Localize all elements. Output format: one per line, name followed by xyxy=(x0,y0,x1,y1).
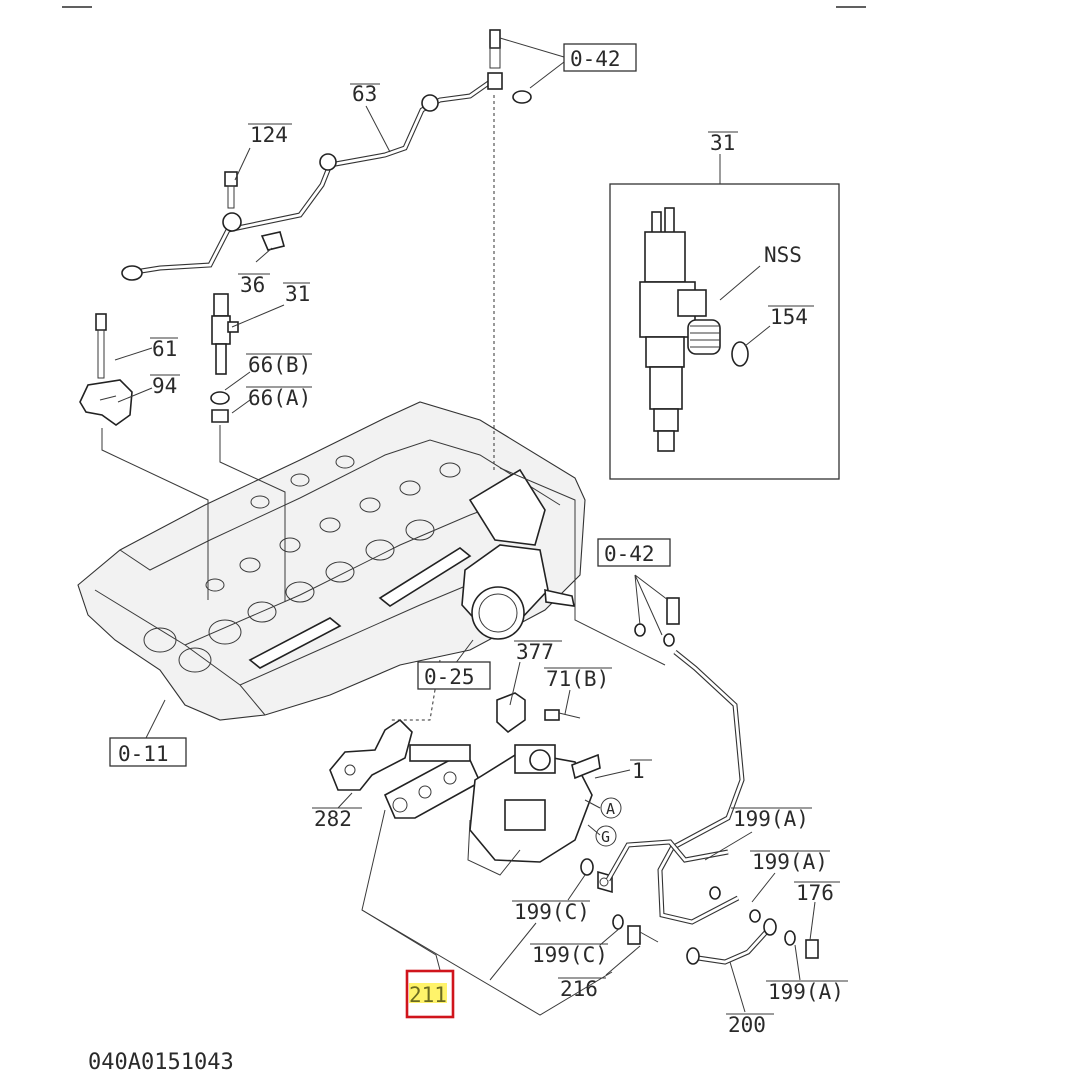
callout-g: G xyxy=(601,828,610,846)
callout-66a: 66(A) xyxy=(248,386,311,410)
callout-61: 61 xyxy=(152,337,177,361)
callout-211-highlight xyxy=(409,983,447,1003)
callout-377: 377 xyxy=(516,640,554,664)
callout-31-inset: 31 xyxy=(710,131,735,155)
injector-left xyxy=(210,293,239,423)
cylinder-head xyxy=(77,401,586,721)
callout-0-11: 0-11 xyxy=(118,742,169,766)
callout-282: 282 xyxy=(314,807,352,831)
callout-199c-1: 199(C) xyxy=(514,900,590,924)
callout-66b: 66(B) xyxy=(248,353,311,377)
callout-176: 176 xyxy=(796,881,834,905)
right-pipes xyxy=(605,574,819,965)
callout-211[interactable]: 211 xyxy=(409,983,447,1007)
callout-199c-2: 199(C) xyxy=(532,943,608,967)
leader-lines xyxy=(114,37,816,1016)
injector-inset xyxy=(609,154,840,480)
callout-a: A xyxy=(606,800,615,818)
callout-0-42-right: 0-42 xyxy=(604,542,655,566)
callout-0-25: 0-25 xyxy=(424,665,475,689)
callout-94: 94 xyxy=(152,374,177,398)
callout-71b: 71(B) xyxy=(546,667,609,691)
callout-200: 200 xyxy=(728,1013,766,1037)
callout-63: 63 xyxy=(352,82,377,106)
callout-36: 36 xyxy=(240,273,265,297)
diagram-code: 040A0151043 xyxy=(88,1050,234,1075)
callout-216: 216 xyxy=(560,977,598,1001)
callout-1: 1 xyxy=(632,759,645,783)
callout-31-left: 31 xyxy=(285,282,310,306)
callouts: 0-42 63 124 36 31 61 94 66(B) 66(A) 31 N… xyxy=(88,43,848,1075)
callout-211-frame xyxy=(405,969,455,1019)
callout-124: 124 xyxy=(250,123,288,147)
callout-nss: NSS xyxy=(764,243,802,267)
clamp-and-stud xyxy=(79,313,133,426)
callout-199a-2: 199(A) xyxy=(752,850,828,874)
callout-154: 154 xyxy=(770,305,808,329)
callout-199a-3: 199(A) xyxy=(768,980,844,1004)
callout-0-42-top: 0-42 xyxy=(570,47,621,71)
leak-off-pipe xyxy=(121,29,532,281)
callout-199a-1: 199(A) xyxy=(733,807,809,831)
